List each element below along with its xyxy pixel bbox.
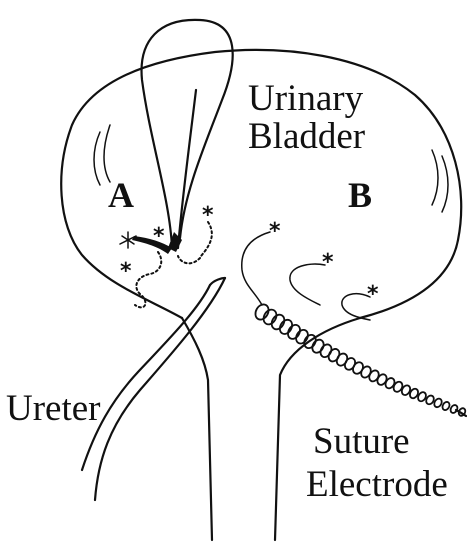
label-urinary: Urinary xyxy=(248,78,364,119)
asterisk-marker: * xyxy=(153,224,165,249)
wall-hatch-left xyxy=(94,132,100,185)
asterisk-marker: * xyxy=(322,250,334,275)
lead-wire-loop xyxy=(142,20,233,248)
wire-b xyxy=(242,232,270,305)
suture-electrode-coil xyxy=(253,302,467,417)
label-region-a: A xyxy=(108,175,134,215)
electrode-a-tip xyxy=(132,236,172,254)
ureter-outer xyxy=(95,278,225,500)
ureter-inner xyxy=(82,285,210,470)
label-region-b: B xyxy=(348,175,372,215)
asterisk-marker: * xyxy=(269,219,281,244)
label-suture: Suture xyxy=(313,421,410,462)
bladder-neck-left xyxy=(182,318,212,540)
asterisk-marker: * xyxy=(120,259,132,284)
dotted-wire-a xyxy=(135,252,161,307)
asterisk-marker: * xyxy=(367,282,379,307)
label-ureter: Ureter xyxy=(6,388,101,429)
dotted-wire-a xyxy=(178,222,212,263)
coil-loop xyxy=(449,404,459,414)
asterisk-marker: * xyxy=(202,203,214,228)
coil-loop xyxy=(261,307,279,326)
wall-hatch-right xyxy=(442,156,448,212)
label-bladder: Bladder xyxy=(248,116,365,157)
label-electrode: Electrode xyxy=(306,464,448,505)
wall-hatch-left xyxy=(104,125,110,182)
coil-loop xyxy=(269,312,287,331)
lead-wire-loop xyxy=(178,90,196,248)
wall-hatch-right xyxy=(432,150,438,205)
coil-loop xyxy=(384,376,397,389)
wire-b xyxy=(290,264,325,305)
coil-loop xyxy=(253,302,271,322)
